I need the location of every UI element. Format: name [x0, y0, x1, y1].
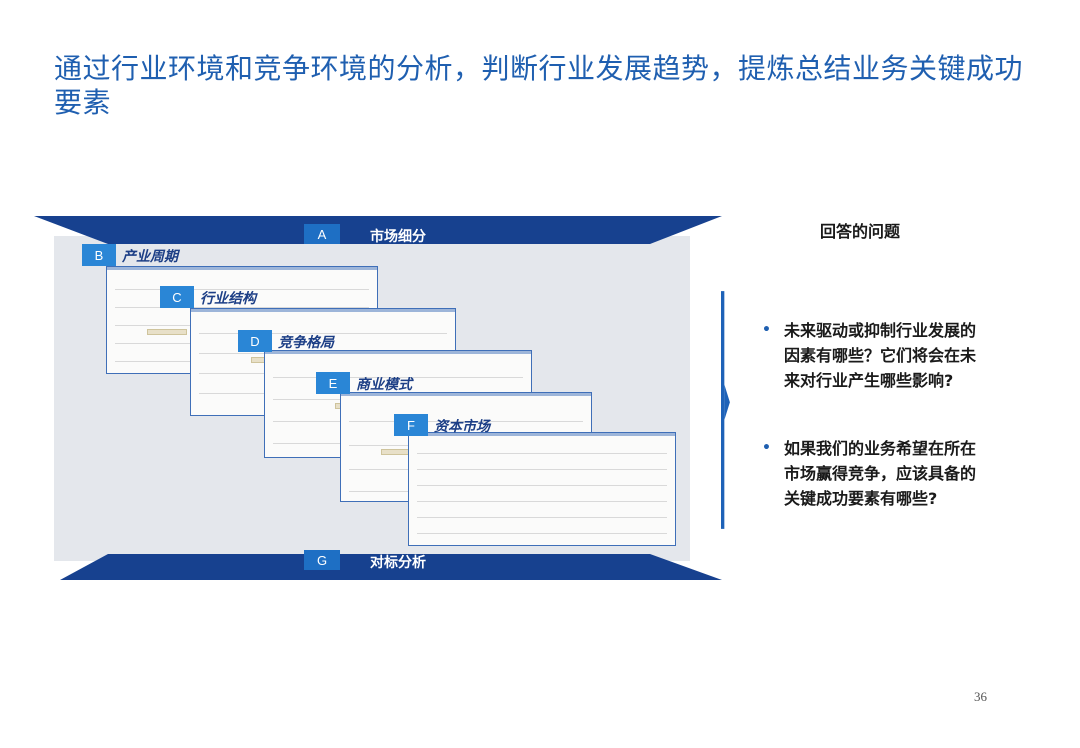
- question-text: 未来驱动或抑制行业发展的因素有哪些？它们将会在未来对行业产生哪些影响?: [784, 321, 977, 390]
- divider-arrow: [721, 291, 730, 529]
- badge-b: B: [82, 244, 116, 266]
- panel-title: 回答的问题: [819, 222, 900, 241]
- sheet-capital-market: [408, 432, 676, 546]
- analysis-framework-diagram: A 市场细分 G 对标分析 B 产业周期 C 行业结构 D 竞争格局 E 商业模…: [30, 210, 730, 588]
- badge-f: F: [394, 414, 428, 436]
- page-number: 36: [974, 689, 987, 704]
- layer-title-business-model: 商业模式: [356, 377, 412, 393]
- bullet-icon: •: [762, 440, 771, 456]
- band-label-benchmarking: 对标分析: [370, 555, 426, 571]
- badge-e: E: [316, 372, 350, 394]
- layer-title-industry-cycle: 产业周期: [122, 249, 178, 265]
- badge-d: D: [238, 330, 272, 352]
- layer-title-capital-market: 资本市场: [434, 419, 490, 435]
- question-text: 如果我们的业务希望在所在市场赢得竞争，应该具备的关键成功要素有哪些?: [784, 439, 977, 508]
- question-item: • 未来驱动或抑制行业发展的因素有哪些？它们将会在未来对行业产生哪些影响?: [762, 318, 982, 393]
- bullet-icon: •: [762, 322, 771, 338]
- bottom-band: [60, 554, 722, 580]
- badge-a: A: [304, 224, 340, 244]
- layer-title-industry-structure: 行业结构: [200, 291, 256, 307]
- band-label-market-segmentation: 市场细分: [370, 229, 426, 245]
- badge-c: C: [160, 286, 194, 308]
- top-band: [34, 216, 722, 244]
- layer-title-competition: 竞争格局: [278, 335, 334, 351]
- badge-g: G: [304, 550, 340, 570]
- slide-title: 通过行业环境和竞争环境的分析，判断行业发展趋势，提炼总结业务关键成功要素: [54, 52, 1024, 119]
- question-item: • 如果我们的业务希望在所在市场赢得竞争，应该具备的关键成功要素有哪些?: [762, 436, 982, 511]
